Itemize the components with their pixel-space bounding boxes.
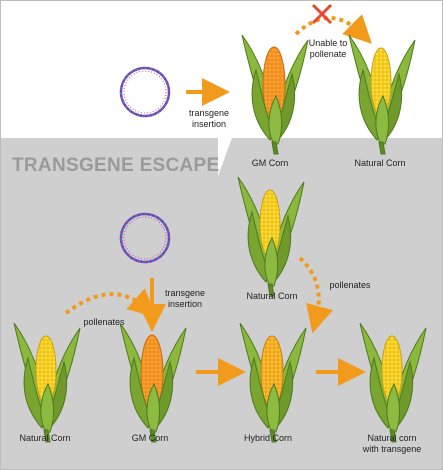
transgene-label-top-2: insertion — [192, 119, 226, 129]
title-banner-bg — [0, 138, 218, 176]
natural-corn-label-top: Natural Corn — [354, 158, 405, 168]
result-label-1: Natural corn — [367, 433, 416, 443]
natural-corn-with-transgene — [359, 322, 427, 443]
pollenates-arrow-right — [298, 256, 334, 334]
pollenates-label-right: pollenates — [329, 280, 371, 290]
natural-corn-bottom-top — [237, 176, 305, 297]
transgene-label-bottom-2: insertion — [168, 299, 202, 309]
gm-corn-bottom — [119, 322, 187, 443]
natural-corn-bottom-left — [13, 322, 81, 443]
result-label-2: with transgene — [362, 444, 422, 454]
plasmid-icon-bottom — [119, 212, 171, 264]
hybrid-corn — [239, 322, 307, 443]
pollenates-label-left: pollenates — [83, 317, 125, 327]
transgene-label-bottom-1: transgene — [165, 288, 205, 298]
pollenates-arrow-left — [64, 288, 157, 318]
transgene-label-top-1: transgene — [189, 108, 229, 118]
bottom-panel-bg — [0, 138, 443, 470]
gm-corn-top — [241, 34, 309, 155]
section-title: TRANSGENE ESCAPE — [12, 155, 220, 176]
hybrid-corn-label: Hybrid Corn — [244, 433, 292, 443]
unable-label-1: Unable to — [309, 38, 348, 48]
natural-corn-label-bottom-top: Natural Corn — [246, 291, 297, 301]
natural-corn-top — [348, 34, 416, 155]
gm-corn-label-bottom: GM Corn — [132, 433, 169, 443]
blocked-pollination-arrow — [294, 14, 372, 44]
unable-label-2: pollenate — [310, 49, 347, 59]
plasmid-icon — [119, 66, 171, 118]
natural-corn-label-bottom-left: Natural Corn — [19, 433, 70, 443]
gm-corn-label-top: GM Corn — [252, 158, 289, 168]
blocked-cross-icon — [311, 3, 333, 25]
